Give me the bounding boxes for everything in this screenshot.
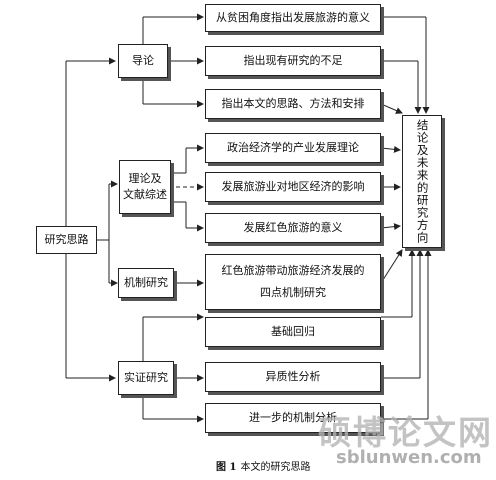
intro-node: 导论: [118, 44, 168, 78]
intro-item-1: 从贫困角度指出发展旅游的意义: [205, 4, 381, 32]
conclusion-node: 结论及未来的研究方向: [402, 115, 442, 248]
mechanism-item-line1: 红色旅游带动旅游经济发展的: [221, 263, 365, 277]
empirical-node: 实证研究: [118, 361, 174, 395]
empirical-item-1: 基础回归: [205, 317, 381, 347]
theory-item-3: 发展红色旅游的意义: [205, 213, 381, 243]
caption-text: 本文的研究思路: [240, 462, 311, 473]
mechanism-item-line2: 四点机制研究: [260, 286, 326, 299]
theory-item-2: 发展旅游业对地区经济的影响: [205, 172, 381, 202]
theory-node: 理论及 文献综述: [119, 160, 171, 214]
caption-label: 图 1: [216, 462, 237, 473]
empirical-item-2: 异质性分析: [205, 362, 381, 392]
mechanism-item: 红色旅游带动旅游经济发展的 四点机制研究: [205, 254, 381, 310]
empirical-item-3: 进一步的机制分析: [205, 403, 381, 433]
intro-item-2: 指出现有研究的不足: [205, 46, 381, 76]
theory-item-1: 政治经济学的产业发展理论: [205, 133, 381, 163]
watermark-url: sblunwen.com: [336, 447, 482, 468]
watermark-chinese: 硕博论文网: [318, 413, 493, 452]
root-node: 研究思路: [36, 226, 97, 254]
theory-node-line1: 理论及: [128, 171, 162, 185]
mechanism-node: 机制研究: [118, 268, 174, 298]
theory-node-line2: 文献综述: [123, 188, 167, 201]
intro-item-3: 指出本文的思路、方法和安排: [205, 89, 381, 119]
